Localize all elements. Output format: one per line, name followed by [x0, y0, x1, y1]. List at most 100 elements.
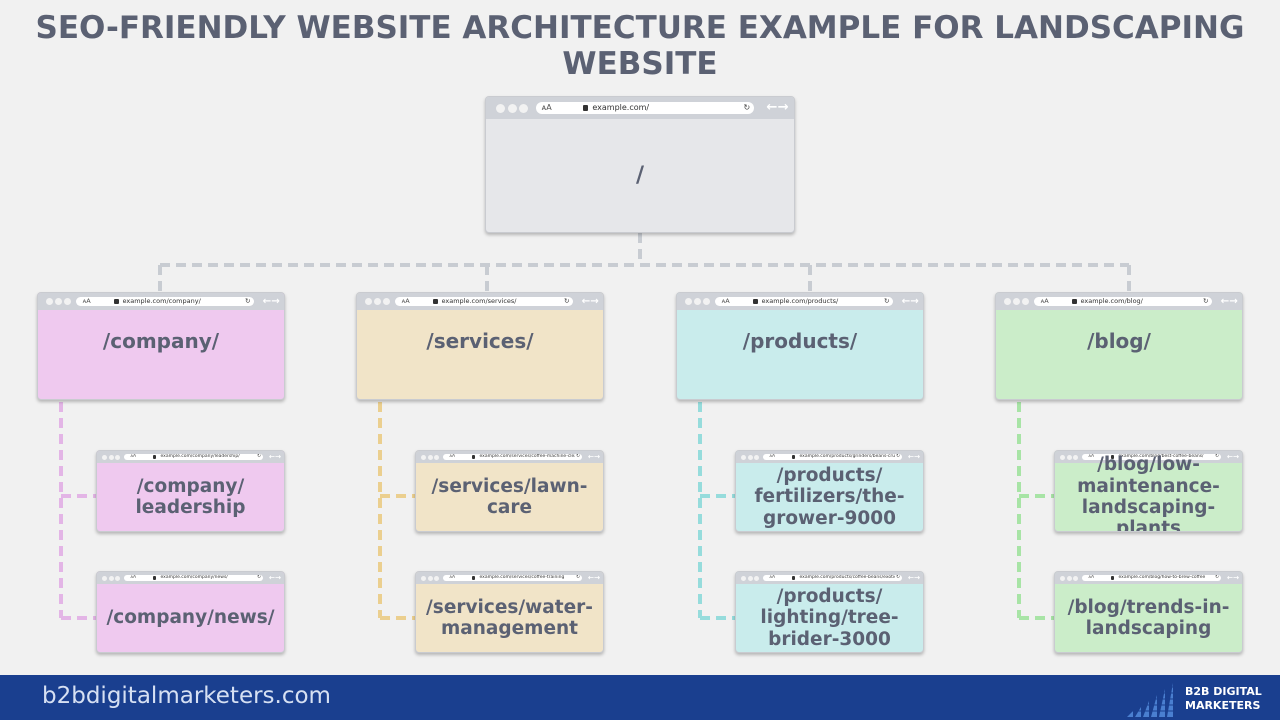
nav-arrows-icon[interactable]: ←→ [1226, 452, 1239, 461]
address-bar[interactable]: ᴀA example.com/products/ ↻ [715, 296, 893, 307]
reload-icon[interactable]: ↻ [576, 453, 580, 459]
address-bar[interactable]: ᴀA example.com/blog/ ↻ [1034, 296, 1212, 307]
nav-arrows-icon[interactable]: ←→ [907, 452, 920, 461]
font-size-icon[interactable]: ᴀA [449, 574, 456, 580]
window-control-dot[interactable] [427, 454, 433, 460]
window-control-dot[interactable] [1073, 575, 1079, 581]
font-size-icon[interactable]: ᴀA [401, 296, 410, 305]
window-control-dot[interactable] [427, 575, 433, 581]
reload-icon[interactable]: ↻ [576, 574, 580, 580]
window-control-dot[interactable] [741, 454, 747, 460]
reload-icon[interactable]: ↻ [244, 296, 251, 305]
reload-icon[interactable]: ↻ [1215, 453, 1219, 459]
nav-arrows-icon[interactable]: ←→ [262, 296, 280, 307]
font-size-icon[interactable]: ᴀA [1088, 453, 1095, 459]
window-control-dot[interactable] [54, 298, 62, 305]
page-url: example.com/products/ [761, 296, 839, 305]
reload-icon[interactable]: ↻ [257, 574, 261, 580]
reload-icon[interactable]: ↻ [896, 453, 900, 459]
nav-arrows-icon[interactable]: ←→ [587, 573, 600, 582]
nav-arrows-icon[interactable]: ←→ [1226, 573, 1239, 582]
font-size-icon[interactable]: ᴀA [769, 574, 776, 580]
window-control-dot[interactable] [1021, 298, 1029, 305]
window-control-dot[interactable] [63, 298, 71, 305]
font-size-icon[interactable]: ᴀA [541, 102, 552, 112]
font-size-icon[interactable]: ᴀA [449, 453, 456, 459]
window-control-dot[interactable] [747, 575, 753, 581]
window-control-dot[interactable] [1066, 454, 1072, 460]
window-control-dot[interactable] [1066, 575, 1072, 581]
page-url: example.com/blog/ [1080, 296, 1143, 305]
window-control-dot[interactable] [741, 575, 747, 581]
nav-arrows-icon[interactable]: ←→ [766, 100, 789, 115]
footer-site-url[interactable]: b2bdigitalmarketers.com [42, 683, 331, 709]
window-control-dot[interactable] [382, 298, 390, 305]
window-control-dot[interactable] [1012, 298, 1020, 305]
window-control-dot[interactable] [1073, 454, 1079, 460]
window-control-dot[interactable] [1060, 454, 1066, 460]
reload-icon[interactable]: ↻ [883, 296, 890, 305]
window-control-dot[interactable] [693, 298, 701, 305]
reload-icon[interactable]: ↻ [743, 102, 751, 112]
page-path-label: /company/news/ [106, 607, 275, 629]
window-control-dot[interactable] [495, 103, 505, 113]
lock-icon [582, 105, 589, 111]
nav-arrows-icon[interactable]: ←→ [268, 573, 281, 582]
window-control-dot[interactable] [684, 298, 692, 305]
reload-icon[interactable]: ↻ [1202, 296, 1209, 305]
window-control-dot[interactable] [507, 103, 517, 113]
window-control-dot[interactable] [45, 298, 53, 305]
font-size-icon[interactable]: ᴀA [769, 453, 776, 459]
window-control-dot[interactable] [421, 454, 427, 460]
window-control-dot[interactable] [115, 575, 121, 581]
nav-arrows-icon[interactable]: ←→ [1220, 296, 1238, 307]
window-control-dot[interactable] [754, 454, 760, 460]
window-control-dot[interactable] [102, 454, 108, 460]
window-control-dot[interactable] [1060, 575, 1066, 581]
window-control-dot[interactable] [108, 575, 114, 581]
nav-arrows-icon[interactable]: ←→ [268, 452, 281, 461]
address-bar[interactable]: ᴀA example.com/products/coffee-beans/exot… [763, 574, 903, 582]
window-control-dot[interactable] [102, 575, 108, 581]
window-control-dot[interactable] [373, 298, 381, 305]
window-control-dot[interactable] [115, 454, 121, 460]
reload-icon[interactable]: ↻ [896, 574, 900, 580]
nav-arrows-icon[interactable]: ←→ [901, 296, 919, 307]
window-control-dot[interactable] [421, 575, 427, 581]
nav-arrows-icon[interactable]: ←→ [581, 296, 599, 307]
window-control-dot[interactable] [702, 298, 710, 305]
reload-icon[interactable]: ↻ [257, 453, 261, 459]
lock-icon [113, 299, 119, 304]
font-size-icon[interactable]: ᴀA [721, 296, 730, 305]
font-size-icon[interactable]: ᴀA [82, 296, 91, 305]
reload-icon[interactable]: ↻ [563, 296, 570, 305]
window-control-dot[interactable] [519, 103, 529, 113]
window-control-dot[interactable] [108, 454, 114, 460]
window-control-dot[interactable] [754, 575, 760, 581]
font-size-icon[interactable]: ᴀA [130, 453, 137, 459]
lock-icon [472, 455, 476, 459]
window-control-dot[interactable] [364, 298, 372, 305]
window-control-dot[interactable] [747, 454, 753, 460]
nav-arrows-icon[interactable]: ←→ [587, 452, 600, 461]
window-control-dot[interactable] [434, 575, 440, 581]
font-size-icon[interactable]: ᴀA [1040, 296, 1049, 305]
nav-arrows-icon[interactable]: ←→ [907, 573, 920, 582]
lock-icon [792, 576, 796, 580]
page-url: example.com/products/coffee-beans/exotic… [799, 574, 895, 580]
font-size-icon[interactable]: ᴀA [130, 574, 137, 580]
window-control-dot[interactable] [434, 454, 440, 460]
window-control-dot[interactable] [1003, 298, 1011, 305]
font-size-icon[interactable]: ᴀA [1088, 574, 1095, 580]
reload-icon[interactable]: ↻ [1215, 574, 1219, 580]
